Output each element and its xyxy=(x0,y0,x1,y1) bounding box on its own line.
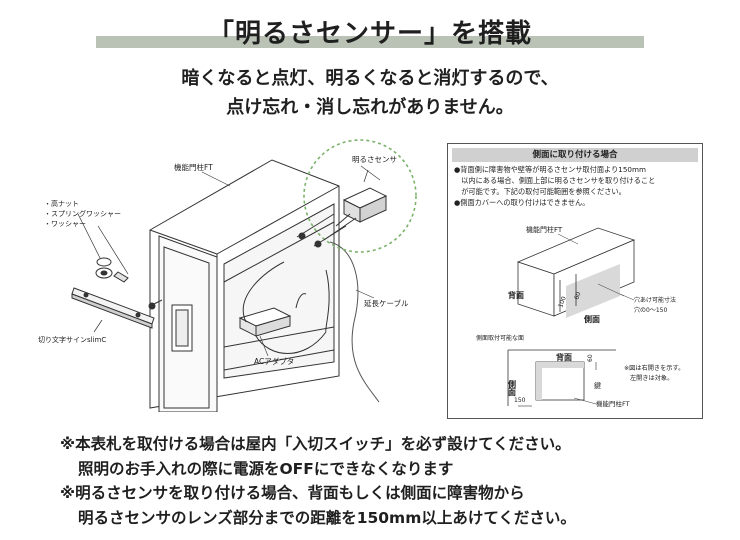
side-panel-header: 側面に取り付ける場合 xyxy=(452,148,698,162)
note-line-3: ※明るさセンサを取り付ける場合、背面もしくは側面に障害物から xyxy=(60,484,525,502)
sign-label: 切り文字サインslimC xyxy=(38,335,106,344)
note-line-4: 明るさセンサのレンズ部分までの距離を150mm以上あけてください。 xyxy=(78,508,576,527)
note-line-1: ※本表札を取付ける場合は屋内「入切スイッチ」を必ず設けてください。 xyxy=(60,435,571,453)
post-label: 機能門柱FT xyxy=(174,162,213,172)
range-label: 側面取付可能な面 xyxy=(476,334,524,342)
side-label-2: 側面 xyxy=(508,379,517,397)
note-right-2: 左開きは対象。 xyxy=(630,374,673,382)
note-line-2: 照明のお手入れの際に電源をOFFにできなくなります xyxy=(78,459,454,478)
adapter-label: ACアダプタ xyxy=(254,356,294,366)
side-panel-notes: ●背面側に障害物や壁等が明るさセンサ取付面より150mm 以内にある場合、側面上… xyxy=(454,164,698,208)
hardware-label-3: ・ワッシャー xyxy=(44,220,86,228)
side-mount-diagram: 機能門柱FT 背面 側面 100 60 穴あけ可能寸法 穴の0〜150 側面取付… xyxy=(476,225,684,408)
side-post-label-2: 機能門柱FT xyxy=(596,399,630,408)
key-label: 鍵 xyxy=(594,381,601,390)
dim-100: 100 xyxy=(557,295,568,308)
notes: ※本表札を取付ける場合は屋内「入切スイッチ」を必ず設けてください。 照明のお手入… xyxy=(60,432,720,530)
title-band xyxy=(96,36,644,48)
subtitle: 暗くなると点灯、明るくなると消灯するので、 点け忘れ・消し忘れがありません。 xyxy=(0,64,740,122)
note-right-1: ※図は右開きを示す。 xyxy=(624,364,684,372)
installation-diagram: 機能門柱FT 明るさセンサ ・高ナット ・スプリングワッシャー ・ワッシャー 切… xyxy=(38,139,417,412)
side-mount-panel: 側面に取り付ける場合 ●背面側に障害物や壁等が明るさセンサ取付面より150mm … xyxy=(447,143,703,419)
hole-note-2: 穴の0〜150 xyxy=(634,306,667,314)
hardware-label-1: ・高ナット xyxy=(44,199,79,208)
dim-60b: 60 xyxy=(587,354,594,362)
side-label: 側面 xyxy=(583,314,600,324)
back-label: 背面 xyxy=(508,290,524,300)
sensor-label: 明るさセンサ xyxy=(352,155,397,164)
subtitle-line-1: 暗くなると点灯、明るくなると消灯するので、 xyxy=(181,68,559,89)
subtitle-line-2: 点け忘れ・消し忘れがありません。 xyxy=(226,97,514,118)
side-post-label: 機能門柱FT xyxy=(526,225,563,234)
side-note-2: 以内にある場合、側面上部に明るさセンサを取り付けること xyxy=(454,176,656,185)
side-note-3: が可能です。下記の取付可能範囲を参照ください。 xyxy=(454,187,626,196)
cable-label: 延長ケーブル xyxy=(364,298,409,308)
dim-150: 150 xyxy=(514,397,526,404)
hole-note-1: 穴あけ可能寸法 xyxy=(634,296,676,304)
page-title: 「明るさセンサー」を搭載 xyxy=(207,19,532,49)
hardware-label-2: ・スプリングワッシャー xyxy=(44,209,121,218)
dim-60: 60 xyxy=(573,291,582,301)
side-note-4: ●側面カバーへの取り付けはできません。 xyxy=(454,198,590,207)
back-label-2: 背面 xyxy=(556,352,572,362)
side-note-1: ●背面側に障害物や壁等が明るさセンサ取付面より150mm xyxy=(454,165,646,174)
